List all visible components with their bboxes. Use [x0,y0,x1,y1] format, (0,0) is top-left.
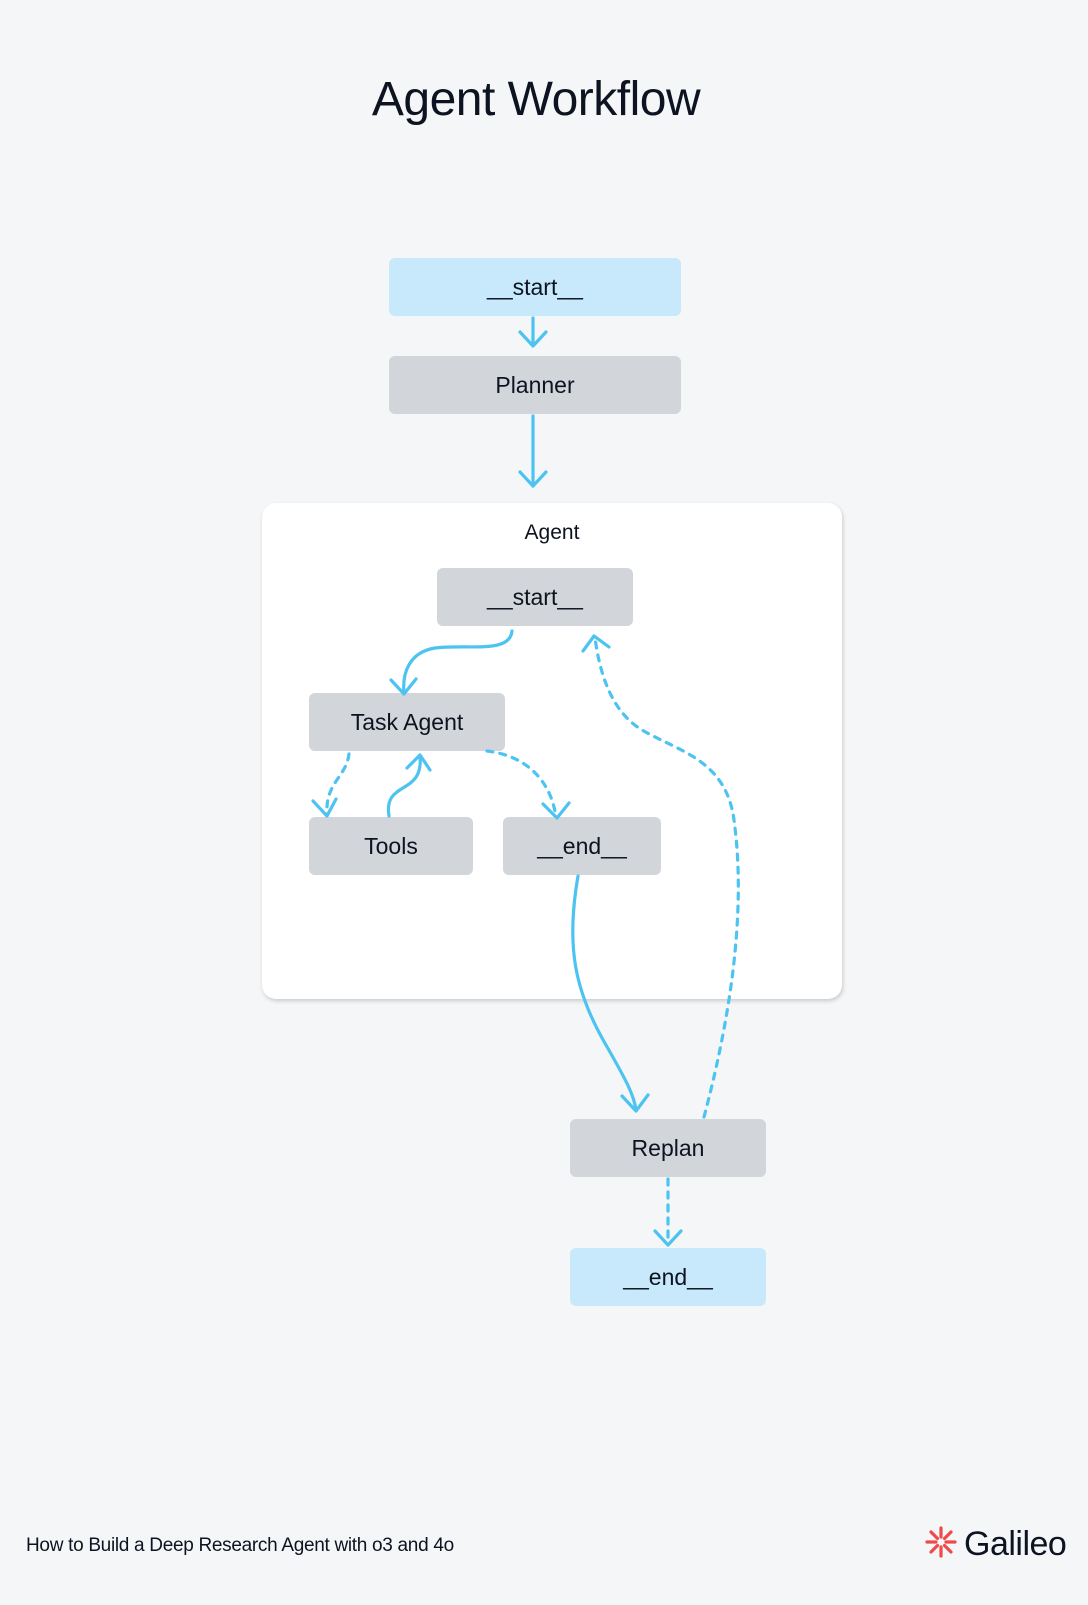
edge-task-agent-to-tools [311,752,351,818]
task-agent-node-label: Task Agent [350,708,464,735]
planner-node: Planner [389,356,681,414]
tools-node-label: Tools [364,832,418,859]
start-node: __start__ [389,258,681,316]
edge-replan-to-end [653,1177,683,1247]
edge-task-agent-to-agent-end [485,749,571,820]
end-node-label: __end__ [623,1263,713,1290]
tools-node: Tools [309,817,473,875]
agent-end-node: __end__ [503,817,661,875]
edge-agent-start-to-task-agent [389,629,514,696]
edge-start-to-planner [518,316,548,348]
replan-node: Replan [570,1119,766,1177]
agent-subgraph-label: Agent [524,521,580,544]
replan-node-label: Replan [631,1134,705,1161]
end-node: __end__ [570,1248,766,1306]
brand-logo: Galileo [924,1525,1067,1564]
footer-caption: How to Build a Deep Research Agent with … [26,1535,454,1556]
edge-agent-end-to-replan [571,874,650,1113]
agent-end-node-label: __end__ [537,832,627,859]
task-agent-node: Task Agent [309,693,505,751]
galileo-logo-icon [924,1525,958,1564]
agent-start-node-label: __start__ [487,583,583,610]
planner-node-label: Planner [495,371,575,398]
agent-start-node: __start__ [437,568,633,626]
edge-replan-to-agent-start [581,634,740,1119]
edge-tools-to-task-agent [386,753,432,818]
edge-planner-to-agent [518,414,548,488]
brand-name: Galileo [964,1525,1067,1563]
diagram-title: Agent Workflow [371,73,701,126]
start-node-label: __start__ [487,273,583,300]
